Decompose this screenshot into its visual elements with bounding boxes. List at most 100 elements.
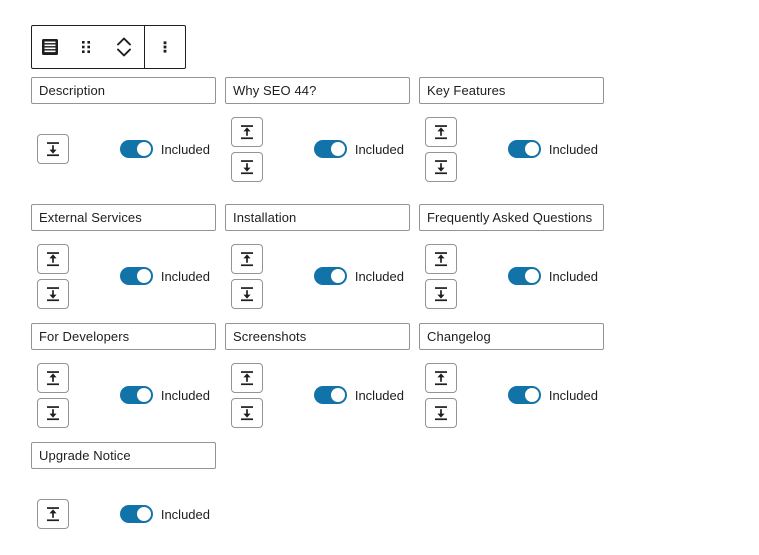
arrow-down-line-icon: [237, 157, 257, 177]
move-section-up-button[interactable]: [231, 362, 263, 393]
included-toggle[interactable]: [119, 267, 153, 285]
move-section-down-button[interactable]: [37, 134, 69, 164]
included-toggle-label: Included: [354, 141, 404, 157]
included-toggle-label: Included: [548, 387, 598, 403]
included-toggle-wrap: Included: [507, 386, 604, 404]
section-row: External Services: [31, 204, 631, 317]
arrow-down-line-icon: [431, 284, 451, 304]
section-title-input[interactable]: Changelog: [419, 323, 604, 350]
move-section-down-button[interactable]: [37, 397, 69, 428]
section-card: Installation: [225, 204, 410, 313]
included-toggle[interactable]: [507, 267, 541, 285]
section-card-body: Included: [419, 231, 604, 313]
included-toggle-wrap: Included: [119, 505, 216, 523]
included-toggle-wrap: Included: [313, 386, 410, 404]
section-title-input[interactable]: Key Features: [419, 77, 604, 104]
included-toggle[interactable]: [507, 386, 541, 404]
section-row: Description: [31, 77, 631, 190]
included-toggle-label: Included: [160, 506, 210, 522]
section-title-input[interactable]: For Developers: [31, 323, 216, 350]
move-buttons: [425, 362, 463, 428]
arrow-down-line-icon: [43, 284, 63, 304]
section-title-input[interactable]: External Services: [31, 204, 216, 231]
included-toggle[interactable]: [313, 267, 347, 285]
included-toggle-wrap: Included: [119, 386, 216, 404]
move-section-down-button[interactable]: [425, 278, 457, 309]
section-card: Key Features: [419, 77, 604, 186]
section-title-input[interactable]: Frequently Asked Questions: [419, 204, 604, 231]
section-title-input[interactable]: Why SEO 44?: [225, 77, 410, 104]
move-section-up-button[interactable]: [425, 243, 457, 274]
move-buttons: [231, 243, 269, 309]
move-section-down-button[interactable]: [37, 278, 69, 309]
toggle-knob: [136, 142, 151, 156]
move-section-up-button[interactable]: [231, 116, 263, 147]
arrow-up-line-icon: [431, 368, 451, 388]
move-section-down-button[interactable]: [231, 278, 263, 309]
section-title-input[interactable]: Installation: [225, 204, 410, 231]
toggle-knob: [524, 269, 539, 283]
move-section-up-button[interactable]: [37, 499, 69, 529]
move-section-up-button[interactable]: [231, 243, 263, 274]
arrow-up-line-icon: [237, 368, 257, 388]
included-toggle-wrap: Included: [313, 267, 410, 285]
included-toggle-label: Included: [548, 141, 598, 157]
move-section-up-button[interactable]: [425, 362, 457, 393]
section-card-body: Included: [31, 231, 216, 313]
included-toggle[interactable]: [119, 140, 153, 158]
included-toggle[interactable]: [313, 140, 347, 158]
arrow-down-line-icon: [43, 139, 63, 159]
section-card-body: Included: [419, 350, 604, 432]
move-buttons: [37, 362, 75, 428]
included-toggle[interactable]: [119, 505, 153, 523]
section-card: Upgrade Notice: [31, 442, 216, 551]
section-card: Why SEO 44?: [225, 77, 410, 186]
section-title-input[interactable]: Upgrade Notice: [31, 442, 216, 469]
arrow-down-line-icon: [237, 403, 257, 423]
section-card: For Developers: [31, 323, 216, 432]
sections-grid: Description: [31, 77, 631, 555]
section-title-input[interactable]: Screenshots: [225, 323, 410, 350]
move-section-down-button[interactable]: [425, 151, 457, 182]
section-card-body: Included: [225, 104, 410, 186]
section-row: For Developers: [31, 323, 631, 436]
included-toggle[interactable]: [507, 140, 541, 158]
section-card-body: Included: [225, 350, 410, 432]
toggle-knob: [524, 388, 539, 402]
section-card-body: Included: [31, 469, 216, 551]
move-section-down-button[interactable]: [231, 151, 263, 182]
arrow-up-line-icon: [43, 368, 63, 388]
toggle-knob: [136, 388, 151, 402]
block-type-button[interactable]: [32, 26, 68, 68]
included-toggle[interactable]: [119, 386, 153, 404]
included-toggle[interactable]: [313, 386, 347, 404]
move-buttons: [37, 243, 75, 309]
included-toggle-label: Included: [160, 387, 210, 403]
section-title-input[interactable]: Description: [31, 77, 216, 104]
move-buttons: [37, 499, 75, 529]
move-section-up-button[interactable]: [37, 243, 69, 274]
section-card: External Services: [31, 204, 216, 313]
section-card-body: Included: [31, 104, 216, 186]
move-section-up-button[interactable]: [425, 116, 457, 147]
arrow-up-line-icon: [237, 249, 257, 269]
more-options-icon: [156, 36, 174, 58]
move-section-down-button[interactable]: [425, 397, 457, 428]
included-toggle-label: Included: [354, 387, 404, 403]
section-card-body: Included: [419, 104, 604, 186]
included-toggle-wrap: Included: [507, 267, 604, 285]
included-toggle-wrap: Included: [507, 140, 604, 158]
arrow-down-line-icon: [43, 403, 63, 423]
more-options-button[interactable]: [145, 26, 185, 68]
drag-handle-button[interactable]: [68, 26, 104, 68]
move-buttons: [37, 134, 75, 164]
toggle-knob: [524, 142, 539, 156]
toggle-knob: [330, 142, 345, 156]
arrow-down-line-icon: [431, 157, 451, 177]
move-up-down-button[interactable]: [104, 26, 144, 68]
move-buttons: [425, 243, 463, 309]
section-card: Frequently Asked Questions: [419, 204, 604, 313]
included-toggle-label: Included: [548, 268, 598, 284]
move-section-down-button[interactable]: [231, 397, 263, 428]
move-section-up-button[interactable]: [37, 362, 69, 393]
